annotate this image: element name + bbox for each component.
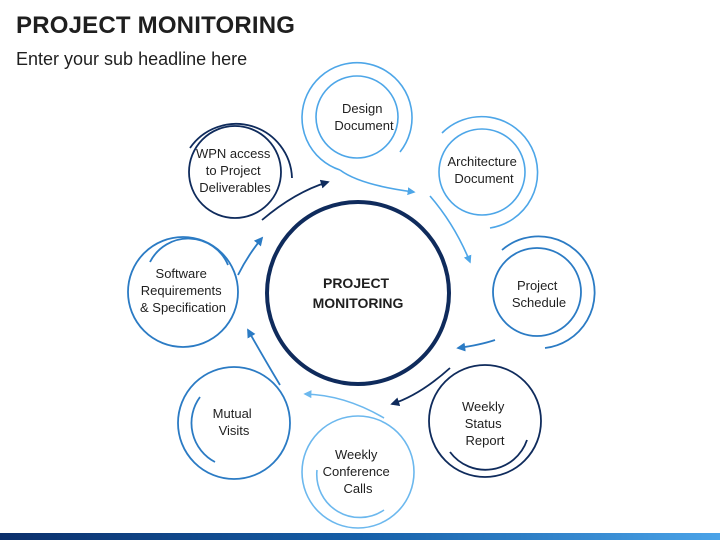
node-circle-inner [438,128,526,216]
connector-arrow [261,179,330,221]
node-design-document: Design Document [301,61,413,171]
node-software-requirements: Software Requirements & Specification [127,236,239,348]
svg-text:Weekly Status Repo: Weekly Status Report [462,399,508,448]
node-spiral-outer [189,122,293,179]
svg-text:Design Document: Design Document [334,101,394,133]
node-label-line: Conference [323,464,390,479]
node-circle-inner [428,364,542,478]
svg-text:Software Requirements: Software Requirements & Specification [140,266,226,315]
center-label-line-1: PROJECT [323,275,390,291]
node-circle-inner [188,125,282,219]
node-mutual-visits: Mutual Visits [177,366,291,480]
node-label-line: WPN access [196,146,271,161]
center-circle [265,200,451,386]
connector-arrow [247,328,281,386]
node-label-line: Project [517,278,558,293]
node-label-line: & Specification [140,300,226,315]
connector-arrow [303,390,385,419]
footer-gradient-bar [0,533,720,540]
node-spiral-inner [190,396,216,463]
node-weekly-status-report: Weekly Status Report [428,364,542,478]
connector-arrow [237,236,264,276]
node-label-line: Calls [344,481,373,496]
node-label-line: Document [454,171,514,186]
node-project-schedule: Project Schedule [492,235,596,349]
page-title: PROJECT MONITORING [16,12,296,39]
node-label-line: Software [156,266,207,281]
node-weekly-conference-calls: Weekly Conference Calls [301,415,415,529]
node-circle-inner [177,366,291,480]
node-label-line: Architecture [448,154,517,169]
node-circle-inner [301,415,415,529]
node-label-line: Report [465,433,504,448]
node-circle-inner [315,75,399,159]
node-circle-inner [127,236,239,348]
node-label-line: Requirements [141,283,222,298]
connector-arrow [339,169,416,196]
svg-text:WPN access to Project: WPN access to Project Deliverables [196,146,274,195]
node-spiral-outer [441,115,539,229]
node-label-line: to Project [206,163,261,178]
node-label-line: Mutual [213,406,252,421]
connector-arrow [456,339,496,352]
node-spiral-outer [501,235,596,349]
connector-arrow [429,195,472,264]
page-subtitle: Enter your sub headline here [16,49,248,69]
node-label-line: Weekly [335,447,378,462]
svg-text:Mutual Visits: Mutual Visits [213,406,256,438]
node-architecture-document: Architecture Document [438,115,539,229]
svg-text:PROJECT MONITORING: PROJECT MONITORING [313,275,404,311]
node-spiral-inner [449,439,528,471]
svg-text:Architecture Document: Architecture Document [448,154,521,186]
svg-text:Weekly Conference: Weekly Conference Calls [323,447,394,496]
svg-text:Project Schedule: Project Schedule [512,278,566,310]
node-spiral-inner [315,469,385,519]
node-spiral-inner [149,237,229,266]
center-node: PROJECT MONITORING [265,200,451,386]
node-circle-inner [492,247,582,337]
connector-arrow [390,367,451,407]
node-label-line: Schedule [512,295,566,310]
node-wpn-access: WPN access to Project Deliverables [188,122,293,219]
node-label-line: Deliverables [199,180,271,195]
center-label-line-2: MONITORING [313,295,404,311]
node-label-line: Visits [219,423,250,438]
node-label-line: Design [342,101,382,116]
node-label-line: Status [465,416,502,431]
node-label-line: Weekly [462,399,505,414]
node-label-line: Document [334,118,394,133]
node-spiral-outer [301,61,413,171]
